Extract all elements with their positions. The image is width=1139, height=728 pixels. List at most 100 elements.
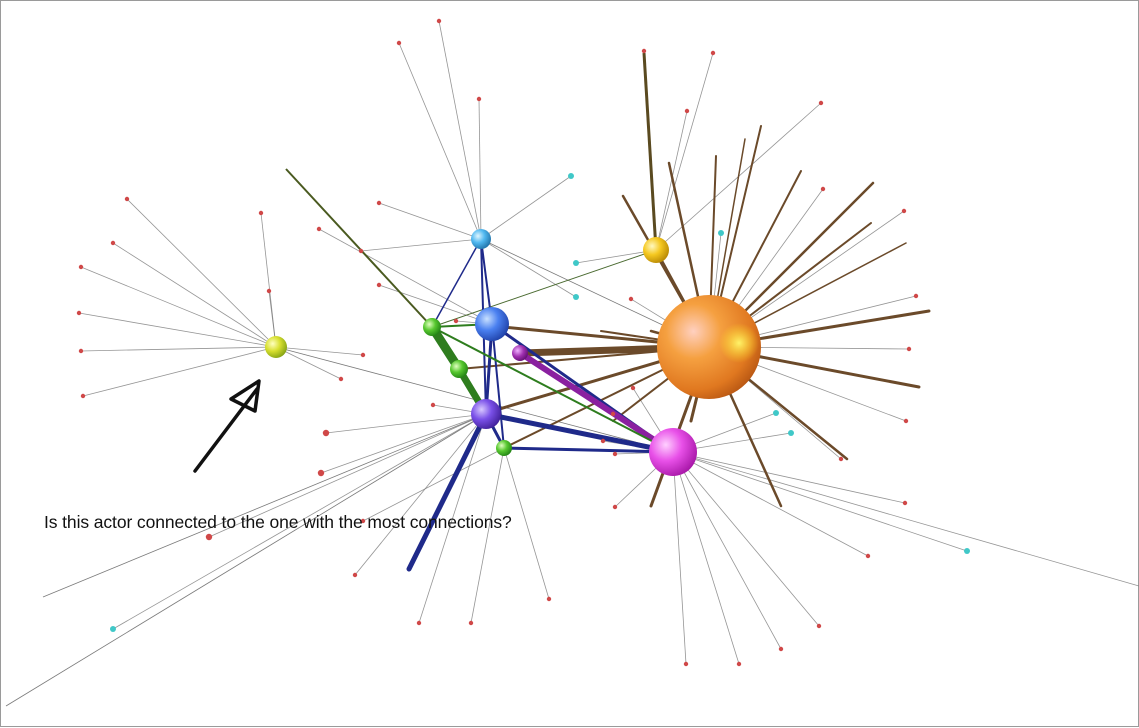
edge [398, 42, 482, 240]
leaf-node-red [258, 210, 264, 216]
leaf-node-cyan [718, 230, 724, 236]
edge [362, 447, 505, 522]
leaf-node-cyan [573, 294, 579, 300]
edge [354, 413, 487, 576]
green-actor-node[interactable] [496, 440, 512, 456]
edge [318, 228, 493, 325]
leaf-node-red [124, 196, 130, 202]
leaf-node-red [630, 385, 636, 391]
yellow-actor-node[interactable] [643, 237, 669, 263]
leaf-node-red [641, 48, 647, 54]
leaf-node-red [906, 346, 912, 352]
leaf-node-red [266, 288, 272, 294]
edge [672, 451, 687, 665]
green-actor-node[interactable] [423, 318, 441, 336]
edge [480, 238, 577, 298]
edge [517, 350, 676, 455]
edge [378, 284, 493, 325]
leaf-node-cyan [573, 260, 579, 266]
leaf-node-red [903, 418, 909, 424]
purple-actor-node[interactable] [512, 345, 528, 361]
edge [655, 110, 688, 251]
edge [503, 447, 550, 600]
leaf-node-red [338, 376, 344, 382]
edge [483, 411, 676, 455]
edge [575, 249, 657, 264]
edge [82, 346, 277, 397]
edge [80, 266, 277, 348]
peripheral-nodes-layer [76, 18, 970, 667]
edge [672, 451, 740, 665]
leaf-node-red [110, 240, 116, 246]
edge [275, 346, 364, 356]
leaf-node-red [838, 456, 844, 462]
edge [478, 98, 482, 240]
leaf-node-red [736, 661, 742, 667]
leaf-node-red [80, 393, 86, 399]
leaf-node-red [816, 623, 822, 629]
leaf-node-red [818, 100, 824, 106]
leaf-node-red [820, 186, 826, 192]
edge [672, 451, 869, 557]
edge [672, 451, 782, 650]
leaf-node-red [902, 500, 908, 506]
hub-actor-node[interactable] [657, 295, 761, 399]
edge [672, 451, 1139, 587]
edge [78, 312, 277, 348]
edge [438, 20, 482, 240]
leaf-node-cyan [964, 548, 970, 554]
strong-edges-layer [285, 52, 931, 572]
edge [275, 346, 342, 380]
leaf-node-red [396, 40, 402, 46]
leaf-node-red [778, 646, 784, 652]
edge [470, 447, 505, 624]
edge [360, 238, 482, 252]
leaf-node-cyan [773, 410, 779, 416]
leaf-node-red [600, 438, 606, 444]
major-nodes-layer [265, 229, 761, 476]
edge [208, 413, 487, 538]
violet-actor-node[interactable] [471, 399, 501, 429]
edge [112, 413, 487, 630]
edge [655, 52, 714, 251]
leaf-node-red [376, 282, 382, 288]
leaf-node-red [913, 293, 919, 299]
edge [672, 451, 906, 504]
green-actor-node[interactable] [450, 360, 468, 378]
edge [491, 323, 505, 449]
thin-edges-layer [5, 20, 1139, 707]
highlighted-actor-node[interactable] [265, 336, 287, 358]
blue-actor-node[interactable] [475, 307, 509, 341]
edge [112, 242, 277, 348]
edge [320, 413, 487, 474]
annotation-arrow [193, 379, 261, 473]
sky-actor-node[interactable] [471, 229, 491, 249]
leaf-node-red [901, 208, 907, 214]
magenta-actor-node[interactable] [649, 428, 697, 476]
leaf-node-red [316, 226, 322, 232]
annotation-question: Is this actor connected to the one with … [44, 512, 512, 532]
edge [418, 413, 487, 624]
leaf-node-red [468, 620, 474, 626]
leaf-node-red [628, 296, 634, 302]
leaf-node-red [710, 50, 716, 56]
edge [431, 249, 657, 328]
edge [126, 198, 277, 348]
edge [431, 326, 674, 453]
edge [378, 202, 482, 240]
edge [480, 175, 572, 240]
leaf-node-red [476, 96, 482, 102]
edge [5, 413, 487, 707]
edge [642, 52, 658, 251]
leaf-node-red [78, 348, 84, 354]
edge [502, 446, 675, 454]
edge [672, 451, 820, 627]
leaf-node-red [430, 402, 436, 408]
leaf-node-red [76, 310, 82, 316]
leaf-node-red [376, 200, 382, 206]
leaf-node-red [322, 429, 330, 437]
leaf-node-red [684, 108, 690, 114]
leaf-node-red [360, 352, 366, 358]
